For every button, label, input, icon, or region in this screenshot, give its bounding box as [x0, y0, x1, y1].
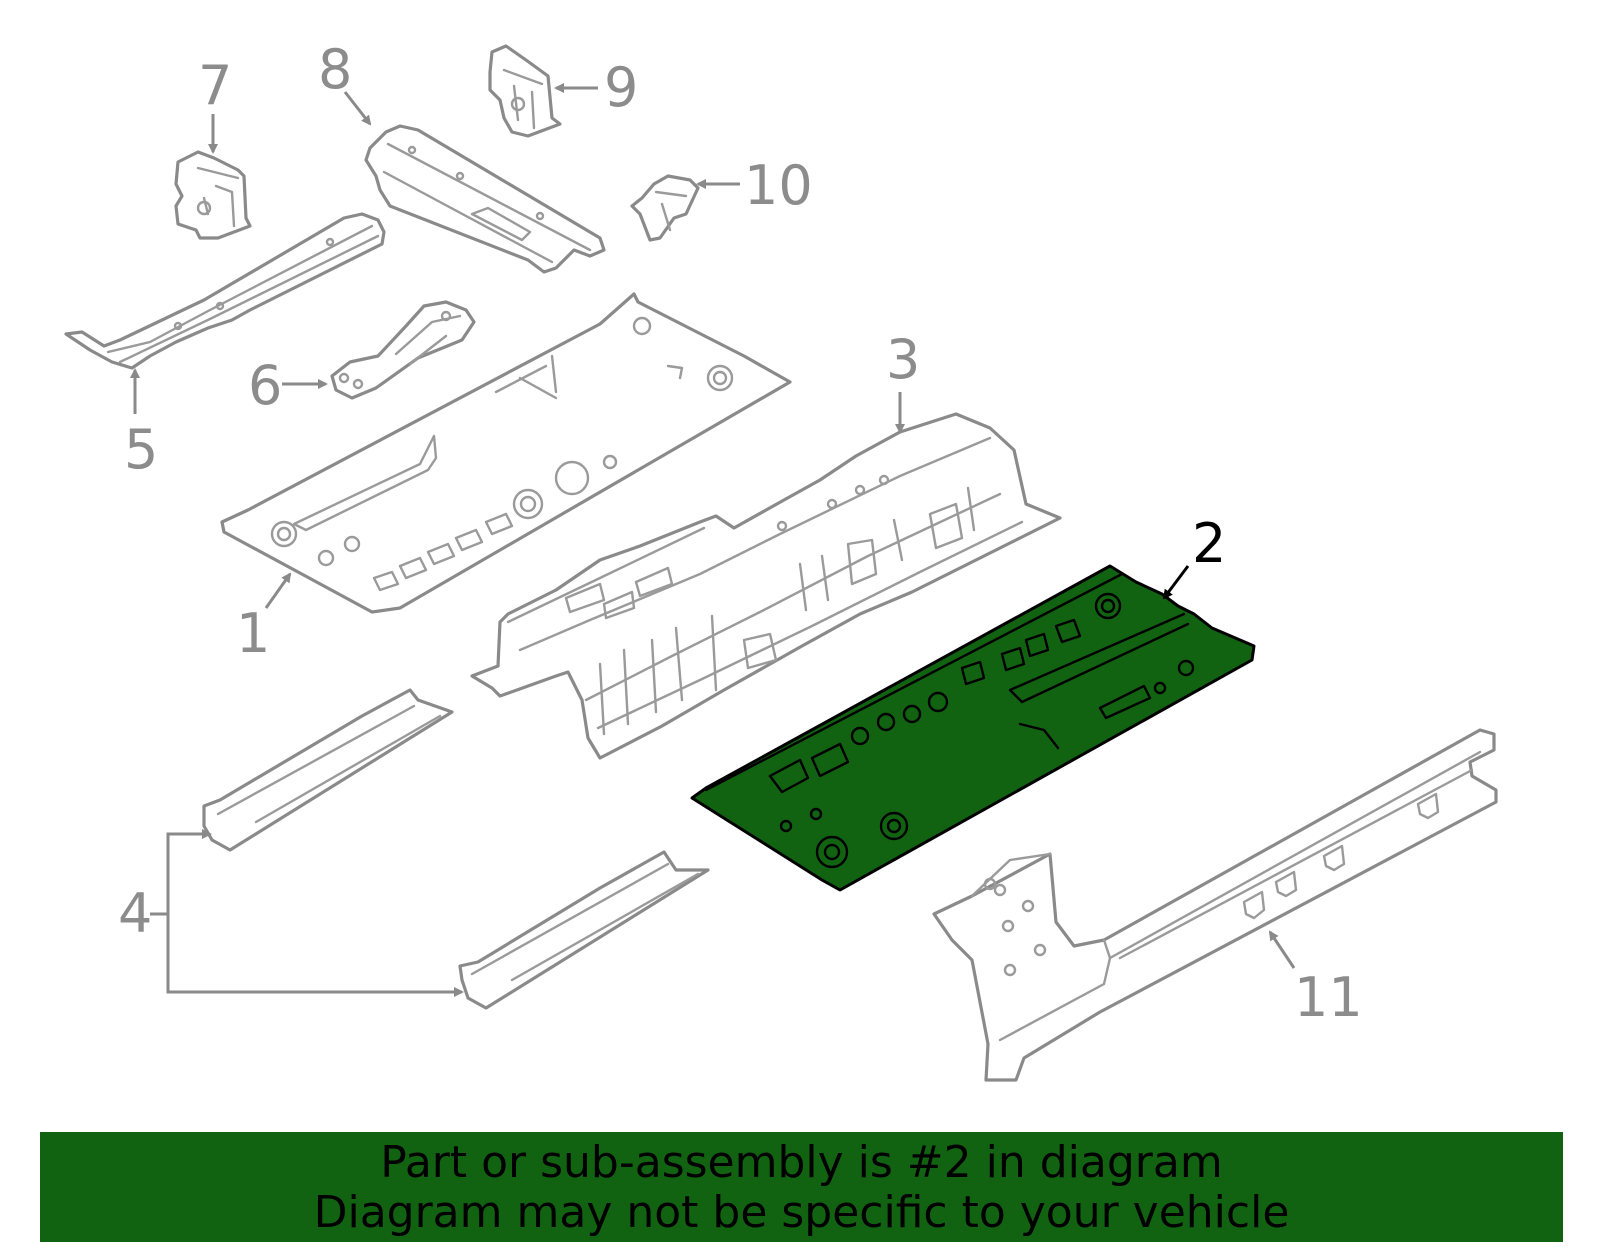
- callout-10: 10: [744, 154, 813, 217]
- part-4-rail-lower: [458, 850, 710, 1010]
- callout-1: 1: [236, 602, 270, 665]
- part-6-bracket: [330, 300, 476, 400]
- part-2-floor-pan-highlighted: [690, 564, 1256, 892]
- part-11-side-sill: [932, 728, 1498, 1082]
- callout-11: 11: [1294, 966, 1363, 1029]
- banner-line-2: Diagram may not be specific to your vehi…: [313, 1187, 1290, 1238]
- part-3-tunnel: [470, 412, 1062, 760]
- info-banner: Part or sub-assembly is #2 in diagram Di…: [40, 1132, 1563, 1242]
- callout-9: 9: [604, 56, 638, 119]
- part-9-bracket: [488, 44, 562, 138]
- part-10-bracket: [630, 174, 700, 242]
- part-4-rail-upper: [202, 688, 454, 852]
- callout-7: 7: [198, 54, 232, 117]
- part-5-rail: [64, 212, 386, 370]
- part-7-bracket: [174, 150, 252, 240]
- part-8-crossmember: [364, 124, 606, 274]
- banner-line-1: Part or sub-assembly is #2 in diagram: [380, 1137, 1223, 1188]
- callout-5: 5: [124, 418, 158, 481]
- callout-3: 3: [886, 328, 920, 391]
- leader-lines: [130, 83, 1296, 997]
- part-1-floor-pan: [220, 292, 792, 614]
- callout-4: 4: [118, 882, 152, 945]
- callout-2-highlighted: 2: [1192, 512, 1226, 575]
- callout-6: 6: [248, 354, 282, 417]
- callout-8: 8: [318, 38, 352, 101]
